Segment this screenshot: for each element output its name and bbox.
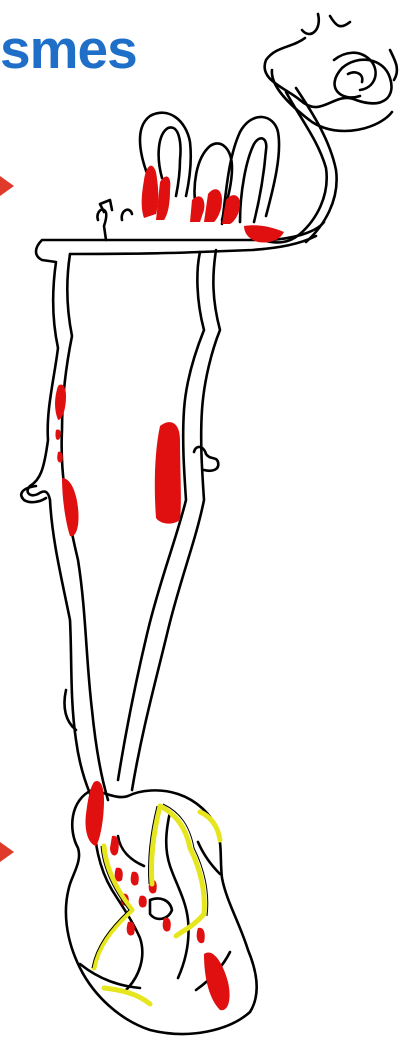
red-arrow-icon: [0, 842, 14, 862]
conduction-fibres: [94, 806, 220, 1004]
red-arrow-icon: [0, 176, 14, 196]
coiled-vessel: [262, 14, 397, 242]
lesions: [55, 166, 284, 1011]
